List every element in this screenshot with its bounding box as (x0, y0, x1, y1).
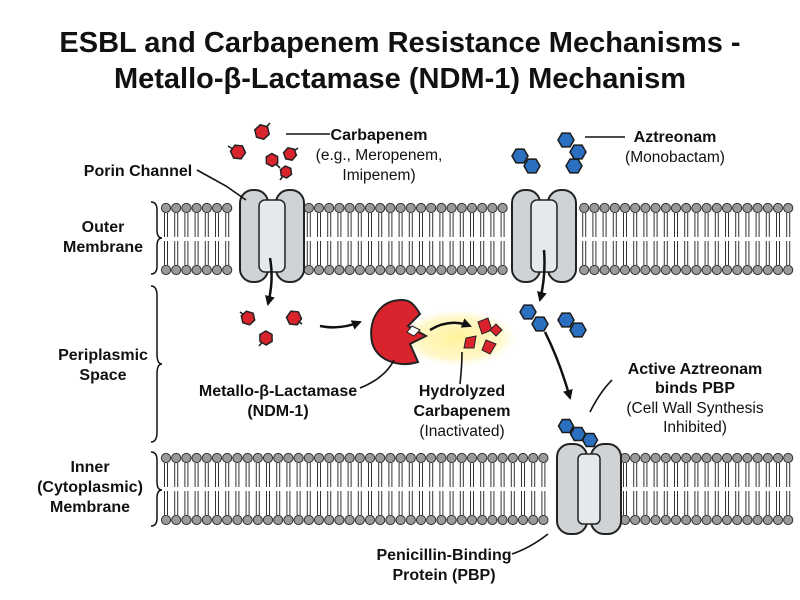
carbapenem-molecule-icon (285, 310, 303, 326)
carbapenem-label: Carbapenem (331, 127, 428, 144)
hydrolyzed-fragments (463, 317, 503, 355)
title-line-1: ESBL and Carbapenem Resistance Mechanism… (59, 27, 740, 59)
pbp-label-2: Protein (PBP) (392, 567, 495, 584)
aztreonam-class-label: (Monobactam) (625, 149, 725, 166)
inner-membrane-label-3: Membrane (50, 499, 130, 516)
porin-channel-left (239, 189, 305, 283)
arrow-aztreonam-entry (537, 249, 547, 302)
active-aztreonam-label-2: binds PBP (655, 380, 735, 397)
ndm1-enzyme-icon (370, 298, 429, 365)
inner-membrane-label-1: Inner (70, 459, 109, 476)
outer-membrane-label-2: Membrane (63, 239, 143, 256)
periplasmic-label-2: Space (79, 367, 126, 384)
pathway-arrows (265, 249, 573, 400)
aztreonam-molecule-icon (519, 304, 549, 332)
carbapenem-molecule-icon (279, 165, 293, 181)
pbp-label-1: Penicillin-Binding (376, 547, 511, 564)
arrow-to-enzyme (319, 320, 362, 330)
inner-membrane-label-2: (Cytoplasmic) (37, 479, 143, 496)
carbapenem-molecule-icon (265, 152, 281, 169)
mbl-label-1: Metallo-β-Lactamase (199, 383, 357, 400)
hydrolyzed-label-3: (Inactivated) (419, 423, 504, 440)
porin-channel-right (511, 189, 577, 283)
pbp-protein (556, 443, 622, 535)
active-aztreonam-label-1: Active Aztreonam (628, 361, 763, 378)
hydrolyzed-label-1: Hydrolyzed (419, 383, 505, 400)
aztreonam-molecule-icon (557, 132, 587, 174)
molecules (227, 122, 599, 448)
hydrolyzed-label-2: Carbapenem (414, 403, 511, 420)
carbapenem-molecule-icon (258, 330, 273, 347)
leader-lines (196, 133, 625, 555)
aztreonam-molecule-icon (511, 148, 541, 174)
outer-membrane-bilayer (160, 202, 794, 276)
carbapenem-molecule-icon (253, 122, 271, 141)
carbapenem-molecule-icon (282, 146, 299, 162)
carbapenem-molecule-icon (227, 144, 247, 160)
carbapenem-examples-line2: Imipenem) (342, 167, 415, 184)
inner-membrane-bilayer (160, 452, 794, 526)
carbapenem-molecule-icon (239, 310, 256, 326)
arrow-to-pbp (543, 331, 573, 400)
aztreonam-molecule-icon (557, 312, 587, 338)
active-aztreonam-label-4: Inhibited) (663, 419, 727, 436)
mbl-label-2: (NDM-1) (247, 403, 308, 420)
active-aztreonam-label-3: (Cell Wall Synthesis (626, 400, 763, 417)
porin-channel-label: Porin Channel (84, 163, 192, 180)
aztreonam-label: Aztreonam (634, 129, 717, 146)
enzyme-fragment-icon (406, 325, 421, 337)
carbapenem-examples-line1: (e.g., Meropenem, (316, 147, 443, 164)
arrow-hydrolysis (429, 318, 472, 332)
aztreonam-molecule-icon (557, 418, 599, 448)
side-brackets (150, 201, 163, 527)
periplasmic-label-1: Periplasmic (58, 347, 148, 364)
outer-membrane-label-1: Outer (82, 219, 125, 236)
arrow-porin-entry (265, 257, 275, 306)
title-line-2: Metallo-β-Lactamase (NDM-1) Mechanism (114, 63, 686, 95)
